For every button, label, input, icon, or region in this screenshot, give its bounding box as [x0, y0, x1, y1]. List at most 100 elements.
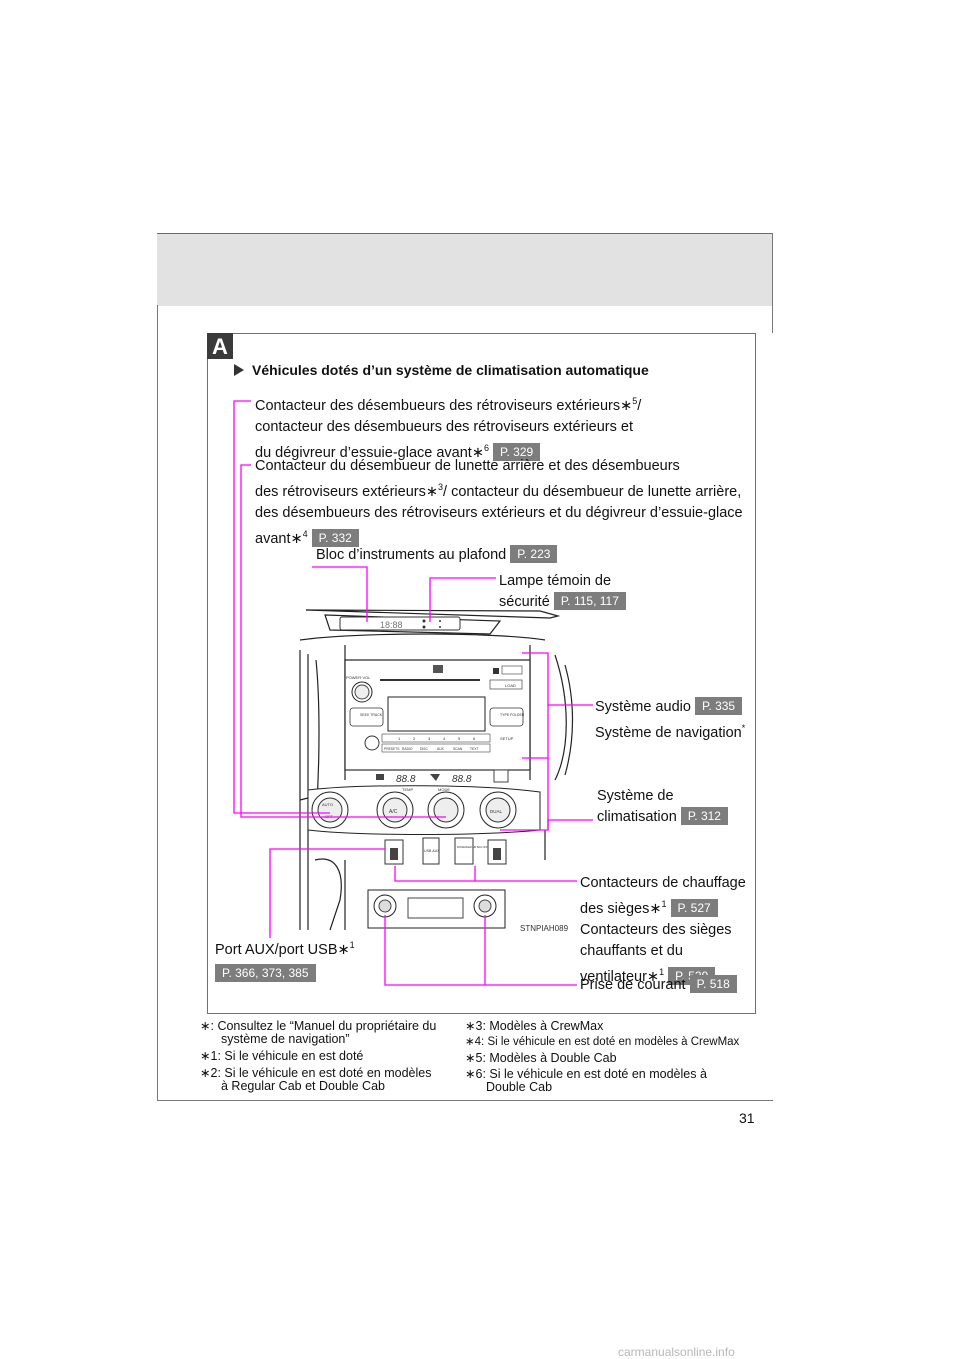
mode-label: MODE	[438, 787, 450, 792]
power-outlet-label: Prise de courant	[580, 977, 686, 993]
climate-line2: climatisation	[597, 809, 677, 825]
callout-power-outlet: Prise de courant P. 518	[580, 975, 737, 996]
source-text: TEXT	[470, 747, 478, 751]
aux-usb-sup: 1	[349, 940, 355, 950]
footnote-text: Modèles à CrewMax	[489, 1019, 604, 1033]
figure-code: STNPIAH089	[520, 924, 569, 933]
header-band	[157, 233, 773, 306]
callout-overhead-instruments: Bloc d’instruments au plafond P. 223	[316, 545, 558, 566]
callout-aux-usb: Port AUX/port USB∗1 P. 366, 373, 385	[215, 935, 355, 985]
seat-heater-line5: ventilateur∗	[580, 968, 660, 985]
source-scan: SCAN	[453, 747, 463, 751]
setup-label: SETUP	[500, 736, 514, 741]
switch-row: USB AUX PASSENGER AIR BAG OFF	[384, 837, 507, 865]
page-frame-left	[157, 305, 158, 1100]
navigation-system-sup: *	[741, 723, 746, 733]
overhead-console: 18:88	[305, 609, 561, 635]
rear-defogger-line2-end: / contacteur du désembueur de lunette ar…	[443, 483, 742, 500]
footnote-mark: ∗	[200, 1019, 211, 1033]
page-ref-518[interactable]: P. 518	[689, 975, 737, 993]
climate-line1: Système de	[597, 788, 674, 804]
page-ref-115-117[interactable]: P. 115, 117	[553, 592, 626, 610]
aux-usb-label: Port AUX/port USB∗	[215, 941, 350, 958]
callout-audio-system: Système audio P. 335 Système de navigati…	[595, 697, 745, 744]
section-title: Véhicules dotés d’un système de climatis…	[234, 362, 649, 378]
page-ref-335[interactable]: P. 335	[694, 697, 743, 715]
footnote-cont: Double Cab	[486, 1080, 553, 1094]
lower-console: STNPIAH089	[367, 889, 569, 933]
seat-heater-line3: Contacteurs des sièges	[580, 921, 732, 938]
page-ref-329[interactable]: P. 329	[493, 442, 541, 461]
rear-defogger-line4: avant∗	[255, 530, 303, 547]
ac-label: A/C	[389, 809, 398, 815]
mirror-defogger-line1-end: /	[637, 397, 642, 414]
mirror-defogger-line1: Contacteur des désembueurs des rétrovise…	[255, 397, 633, 414]
rear-defogger-line1: Contacteur du désembueur de lunette arri…	[255, 458, 680, 474]
mirror-defogger-line3: du dégivreur d’essuie-glace avant∗	[255, 444, 484, 461]
rear-defogger-sup2: 3	[438, 482, 444, 492]
source-aux: AUX	[437, 747, 445, 751]
header-side-rule	[772, 233, 773, 333]
footnote-mark: ∗1	[200, 1049, 218, 1063]
dual-label: DUAL	[490, 809, 503, 814]
display-value-right: 88.8	[452, 774, 472, 785]
footnote-mark: ∗6	[465, 1067, 483, 1081]
overhead-display: 18:88	[380, 620, 403, 630]
callout-mirror-defogger: Contacteur des désembueurs des rétrovise…	[255, 391, 641, 464]
leader-lines	[233, 400, 593, 986]
display-value-left: 88.8	[396, 774, 416, 785]
dashboard-illustration: 18:88 POWER·VOL LOAD SEEK TRACK TYPE FOL…	[233, 400, 593, 986]
navigation-system-label: Système de navigation	[595, 724, 742, 741]
source-presets: PRESETS	[384, 747, 400, 751]
footnote-text: Modèles à Double Cab	[489, 1051, 617, 1065]
callout-climate: Système de climatisation P. 312	[597, 786, 728, 828]
mirror-defogger-line2: contacteur des désembueurs des rétrovise…	[255, 418, 633, 435]
security-lamp-line2: sécurité	[499, 594, 550, 610]
rear-defogger-line3: des désembueurs des rétroviseurs extérie…	[255, 504, 743, 521]
page-ref-527[interactable]: P. 527	[670, 898, 718, 917]
airbag-label: PASSENGER AIR BAG OFF	[457, 846, 488, 849]
footnote-text: Si le véhicule en est doté	[224, 1049, 364, 1063]
power-vol-label: POWER·VOL	[346, 675, 371, 680]
mirror-defogger-sup3: 6	[483, 442, 489, 453]
preset-2: 2	[413, 736, 416, 741]
mirror-defogger-sup1: 5	[632, 396, 638, 406]
overhead-instruments-label: Bloc d’instruments au plafond	[316, 547, 507, 563]
page-number: 31	[739, 1110, 755, 1126]
footnote-mark: ∗2	[200, 1066, 218, 1080]
page-ref-223[interactable]: P. 223	[510, 545, 558, 563]
usb-aux-label: USB AUX	[424, 849, 440, 853]
source-radio: RADIO	[402, 747, 413, 751]
preset-6: 6	[473, 736, 476, 741]
seat-heater-line2: des sièges∗	[580, 900, 662, 917]
seat-heater-line4: chauffants et du	[580, 942, 683, 959]
footnote-mark: ∗3	[465, 1019, 483, 1033]
footnotes-right: ∗3: Modèles à CrewMax ∗4: Si le véhicule…	[465, 1019, 740, 1094]
auto-label: AUTO	[322, 802, 333, 807]
load-label: LOAD	[505, 683, 516, 688]
seat-heater-sup2: 1	[661, 899, 667, 909]
seat-heater-sup5: 1	[659, 966, 665, 977]
section-badge: A	[207, 333, 233, 359]
page-ref-366-373-385[interactable]: P. 366, 373, 385	[215, 963, 316, 982]
page-ref-312[interactable]: P. 312	[680, 807, 728, 825]
footnote-cont: système de navigation”	[221, 1032, 350, 1046]
preset-4: 4	[443, 736, 446, 741]
triangle-bullet-icon	[234, 364, 244, 376]
rear-defogger-sup4: 4	[302, 528, 308, 539]
footnote-cont: à Regular Cab et Double Cab	[221, 1079, 385, 1093]
source-disc: DISC	[420, 747, 428, 751]
page-ref-332[interactable]: P. 332	[311, 528, 359, 547]
footnotes-left: ∗: Consultez le “Manuel du propriétaire …	[200, 1019, 437, 1093]
footnote-mark: ∗5	[465, 1051, 483, 1065]
watermark: carmanualsonline.info	[618, 1345, 735, 1359]
callout-seat-heater: Contacteurs de chauffage des sièges∗1 P.…	[580, 873, 746, 988]
section-title-text: Véhicules dotés d’un système de climatis…	[252, 362, 649, 378]
footnote-mark: ∗4	[465, 1036, 482, 1048]
climate-panel: AUTO OFF TEMP A/C MODE DUAL	[307, 785, 541, 835]
footnote-text: Consultez le “Manuel du propriétaire du	[217, 1019, 437, 1033]
preset-buttons: 1 2 3 4 5 6 SETUP PRESETS RADIO DISC AUX…	[381, 733, 514, 753]
preset-1: 1	[398, 736, 401, 741]
temp-label: TEMP	[402, 787, 413, 792]
preset-3: 3	[428, 736, 431, 741]
